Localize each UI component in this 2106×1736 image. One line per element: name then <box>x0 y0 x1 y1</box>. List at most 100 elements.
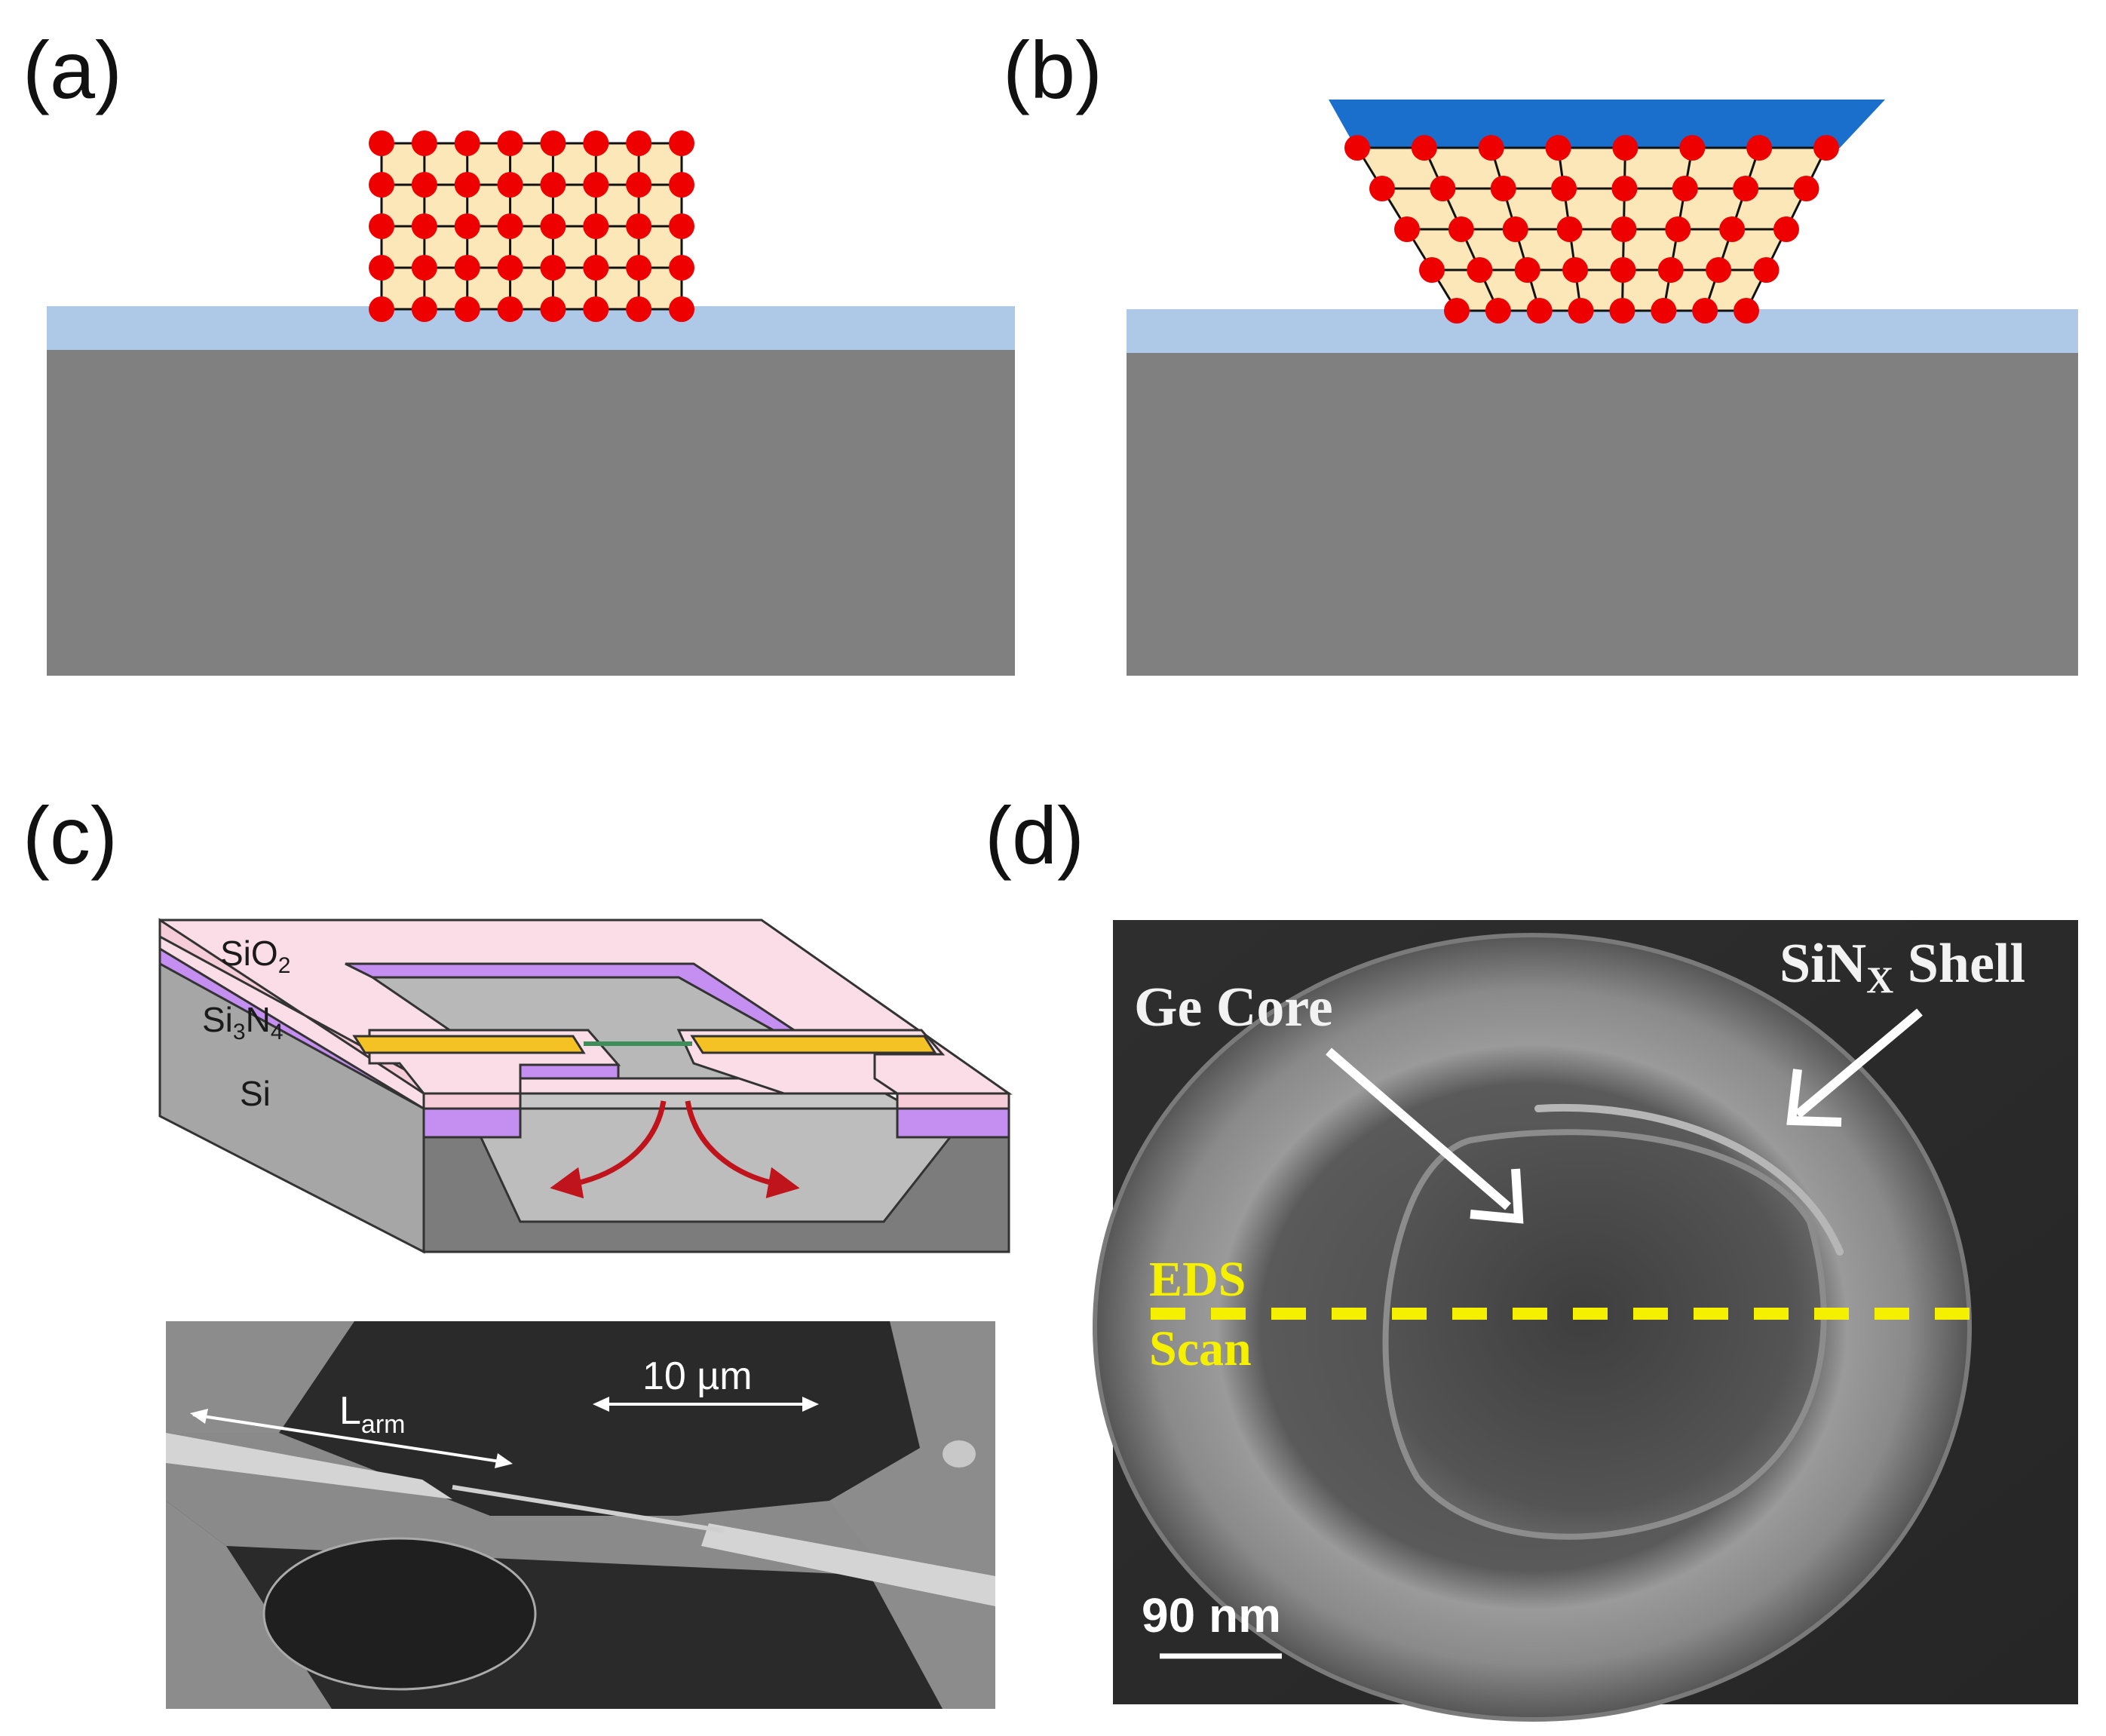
atom <box>1448 216 1474 242</box>
panel-c: (c) <box>23 790 1013 1709</box>
atom <box>1773 216 1799 242</box>
label-ge-core: Ge Core <box>1134 977 1333 1038</box>
atom <box>1444 298 1470 324</box>
atom <box>1813 135 1839 161</box>
atom <box>1485 298 1511 324</box>
sem-image-c: 10 µm Larm <box>166 1321 995 1709</box>
device-gold-left <box>352 1035 586 1054</box>
arrow-sinx-shell-head <box>1786 1069 1842 1127</box>
atom <box>411 172 437 198</box>
atom <box>411 213 437 239</box>
atom <box>369 130 394 156</box>
panel-b-crystal <box>1344 135 1839 324</box>
atom <box>626 255 652 281</box>
atom <box>1369 176 1395 201</box>
atom <box>1562 257 1589 283</box>
sem-c-upper-membrane <box>166 1321 354 1433</box>
device-schematic: SiO2 Si3N4 Si <box>158 918 1013 1254</box>
atom <box>1419 257 1445 283</box>
atom <box>497 130 523 156</box>
label-scan: Scan <box>1149 1321 1252 1376</box>
atom <box>626 213 652 239</box>
sem-c-electrode-right <box>701 1523 995 1606</box>
etch-arrow-right <box>685 1100 800 1199</box>
sem-d-shell-highlight <box>1534 1103 1844 1256</box>
atom <box>369 255 394 281</box>
panel-d-label: (d) <box>985 790 1084 881</box>
atom <box>540 255 566 281</box>
sem-c-arm-arrow-left <box>190 1409 208 1424</box>
atom <box>1502 216 1528 242</box>
sem-d-scale-label: 90 nm <box>1142 1588 1281 1642</box>
atom <box>626 296 652 322</box>
atom <box>583 255 609 281</box>
atom <box>1551 176 1577 201</box>
atom <box>626 130 652 156</box>
atom <box>1611 216 1637 242</box>
sem-c-scale-label: 10 µm <box>642 1354 753 1398</box>
panel-b-oxide-layer <box>1127 309 2078 353</box>
atom <box>1430 176 1456 201</box>
atom <box>497 172 523 198</box>
panel-a-oxide-layer <box>47 306 1015 350</box>
atom <box>1672 176 1698 201</box>
atom <box>1556 216 1583 242</box>
label-eds: EDS <box>1149 1252 1246 1307</box>
panel-b-top-electrode <box>1329 100 1885 148</box>
atom <box>669 255 694 281</box>
device-sio2-front-right-edge <box>896 1092 1010 1110</box>
atom <box>1692 298 1718 324</box>
atom <box>583 296 609 322</box>
atom <box>1706 257 1732 283</box>
atom <box>1467 257 1493 283</box>
arrow-sinx-shell <box>1795 1008 1923 1118</box>
device-si3n4-front-right <box>896 1107 1010 1139</box>
atom <box>1344 135 1370 161</box>
arrow-ge-core-head <box>1470 1168 1524 1224</box>
atom <box>454 213 480 239</box>
atom <box>1665 216 1691 242</box>
atom <box>1753 257 1780 283</box>
atom <box>1514 257 1540 283</box>
panel-d: (d) Ge Core SiNX Shell EDS Scan 90 nm <box>985 790 2078 1722</box>
label-sinx-shell: SiNX Shell <box>1780 933 2025 1001</box>
atom <box>454 172 480 198</box>
panel-a-label: (a) <box>23 24 122 115</box>
label-sio2: SiO2 <box>220 934 290 978</box>
sem-c-nanowire <box>452 1485 725 1533</box>
atom <box>1611 176 1638 201</box>
sem-c-arm-arrow-right <box>495 1453 513 1468</box>
atom <box>411 296 437 322</box>
label-si: Si <box>240 1074 271 1113</box>
atom <box>1651 298 1677 324</box>
atom <box>411 130 437 156</box>
atom <box>1394 216 1420 242</box>
sem-c-scale-arrow-left <box>593 1397 609 1412</box>
atom <box>1411 135 1437 161</box>
atom <box>454 296 480 322</box>
sem-c-upper-right <box>829 1321 995 1709</box>
atom <box>1478 135 1504 161</box>
sem-c-dark-pit <box>262 1537 537 1691</box>
atom <box>540 130 566 156</box>
atom <box>1612 135 1639 161</box>
sem-c-scale-arrow-right <box>802 1397 819 1412</box>
arrow-ge-core <box>1326 1047 1511 1210</box>
atom <box>583 172 609 198</box>
atom <box>626 172 652 198</box>
atom <box>1490 176 1516 201</box>
atom <box>369 296 394 322</box>
atom <box>1609 298 1635 324</box>
atom <box>540 213 566 239</box>
atom <box>497 213 523 239</box>
atom <box>1657 257 1684 283</box>
panel-a: (a) <box>23 24 1015 676</box>
atom <box>369 172 394 198</box>
atom <box>1734 298 1759 324</box>
sem-c-particle <box>943 1440 976 1468</box>
atom <box>583 213 609 239</box>
atom <box>497 296 523 322</box>
etch-arrow-left <box>550 1100 667 1199</box>
atom <box>669 296 694 322</box>
atom <box>540 172 566 198</box>
